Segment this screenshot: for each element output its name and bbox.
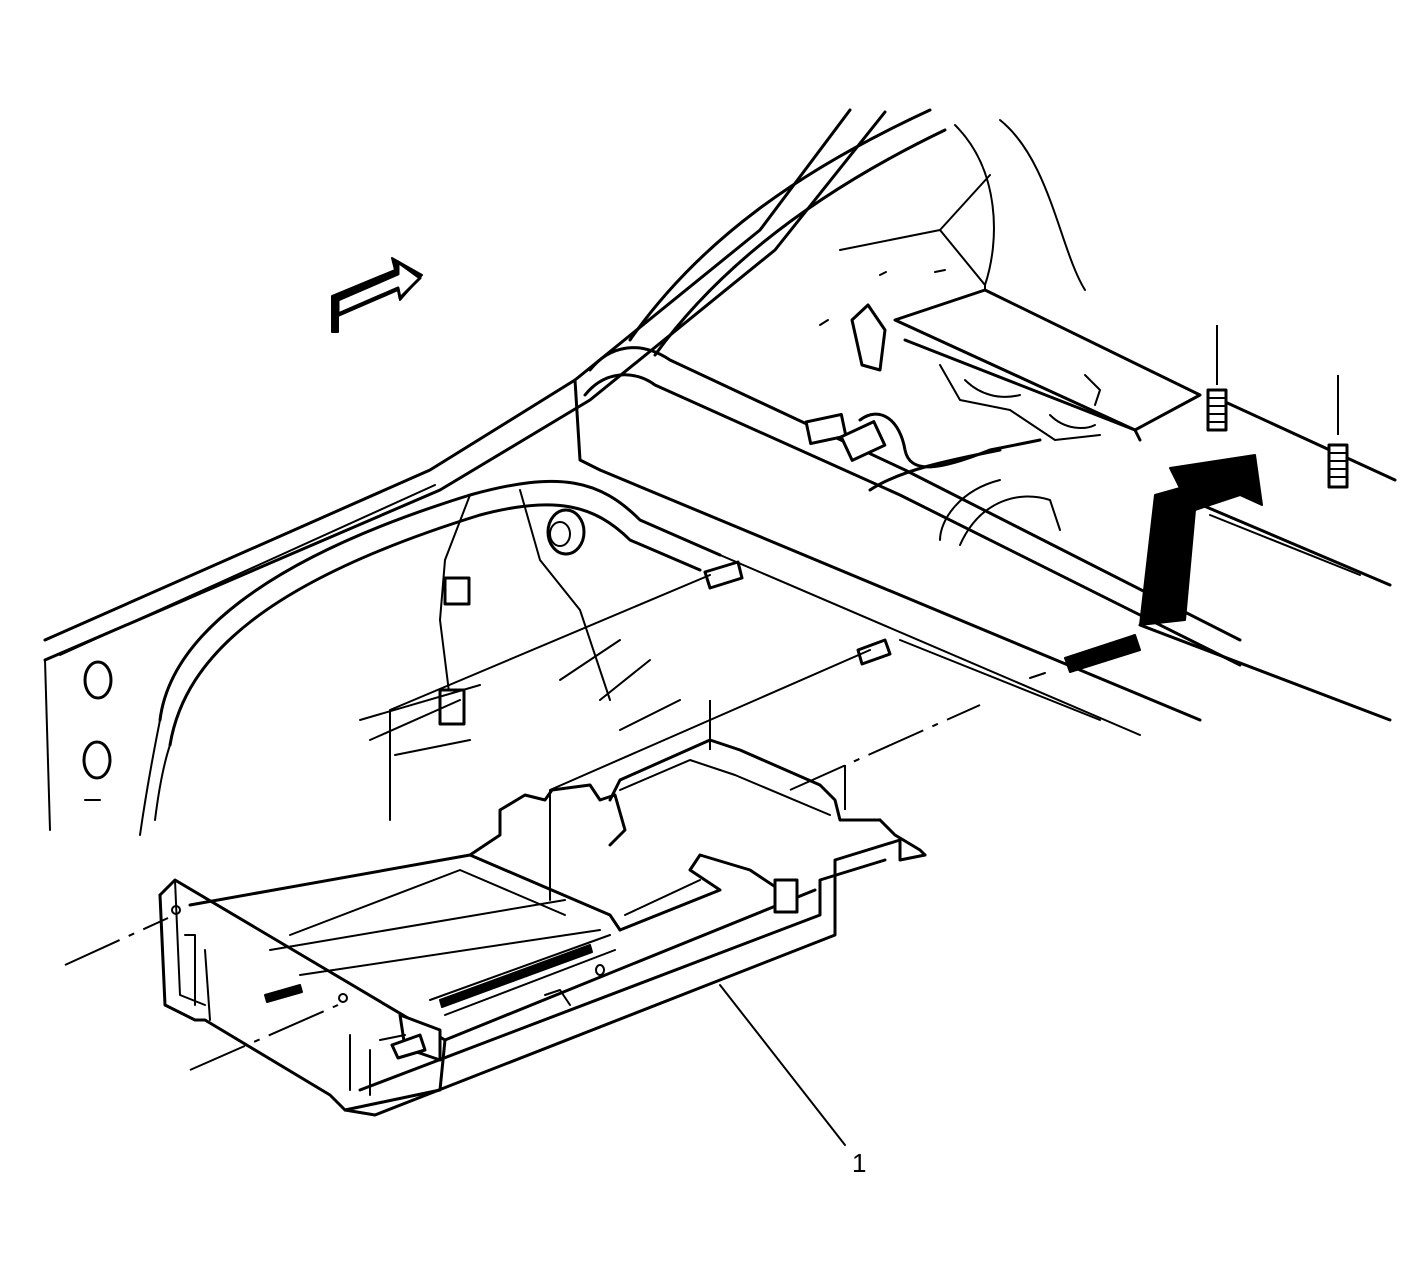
vehicle-body-structure [43,108,1397,836]
mounting-bracket [158,738,927,1117]
front-direction-arrow-icon [331,257,423,333]
trunk-bolts [1206,325,1349,489]
callout-1-leader [719,984,846,1146]
alignment-lines [64,574,981,1071]
callout-1-label: 1 [852,1148,866,1178]
install-direction-arrow-icon [1139,454,1263,626]
callout-1: 1 [719,984,866,1178]
